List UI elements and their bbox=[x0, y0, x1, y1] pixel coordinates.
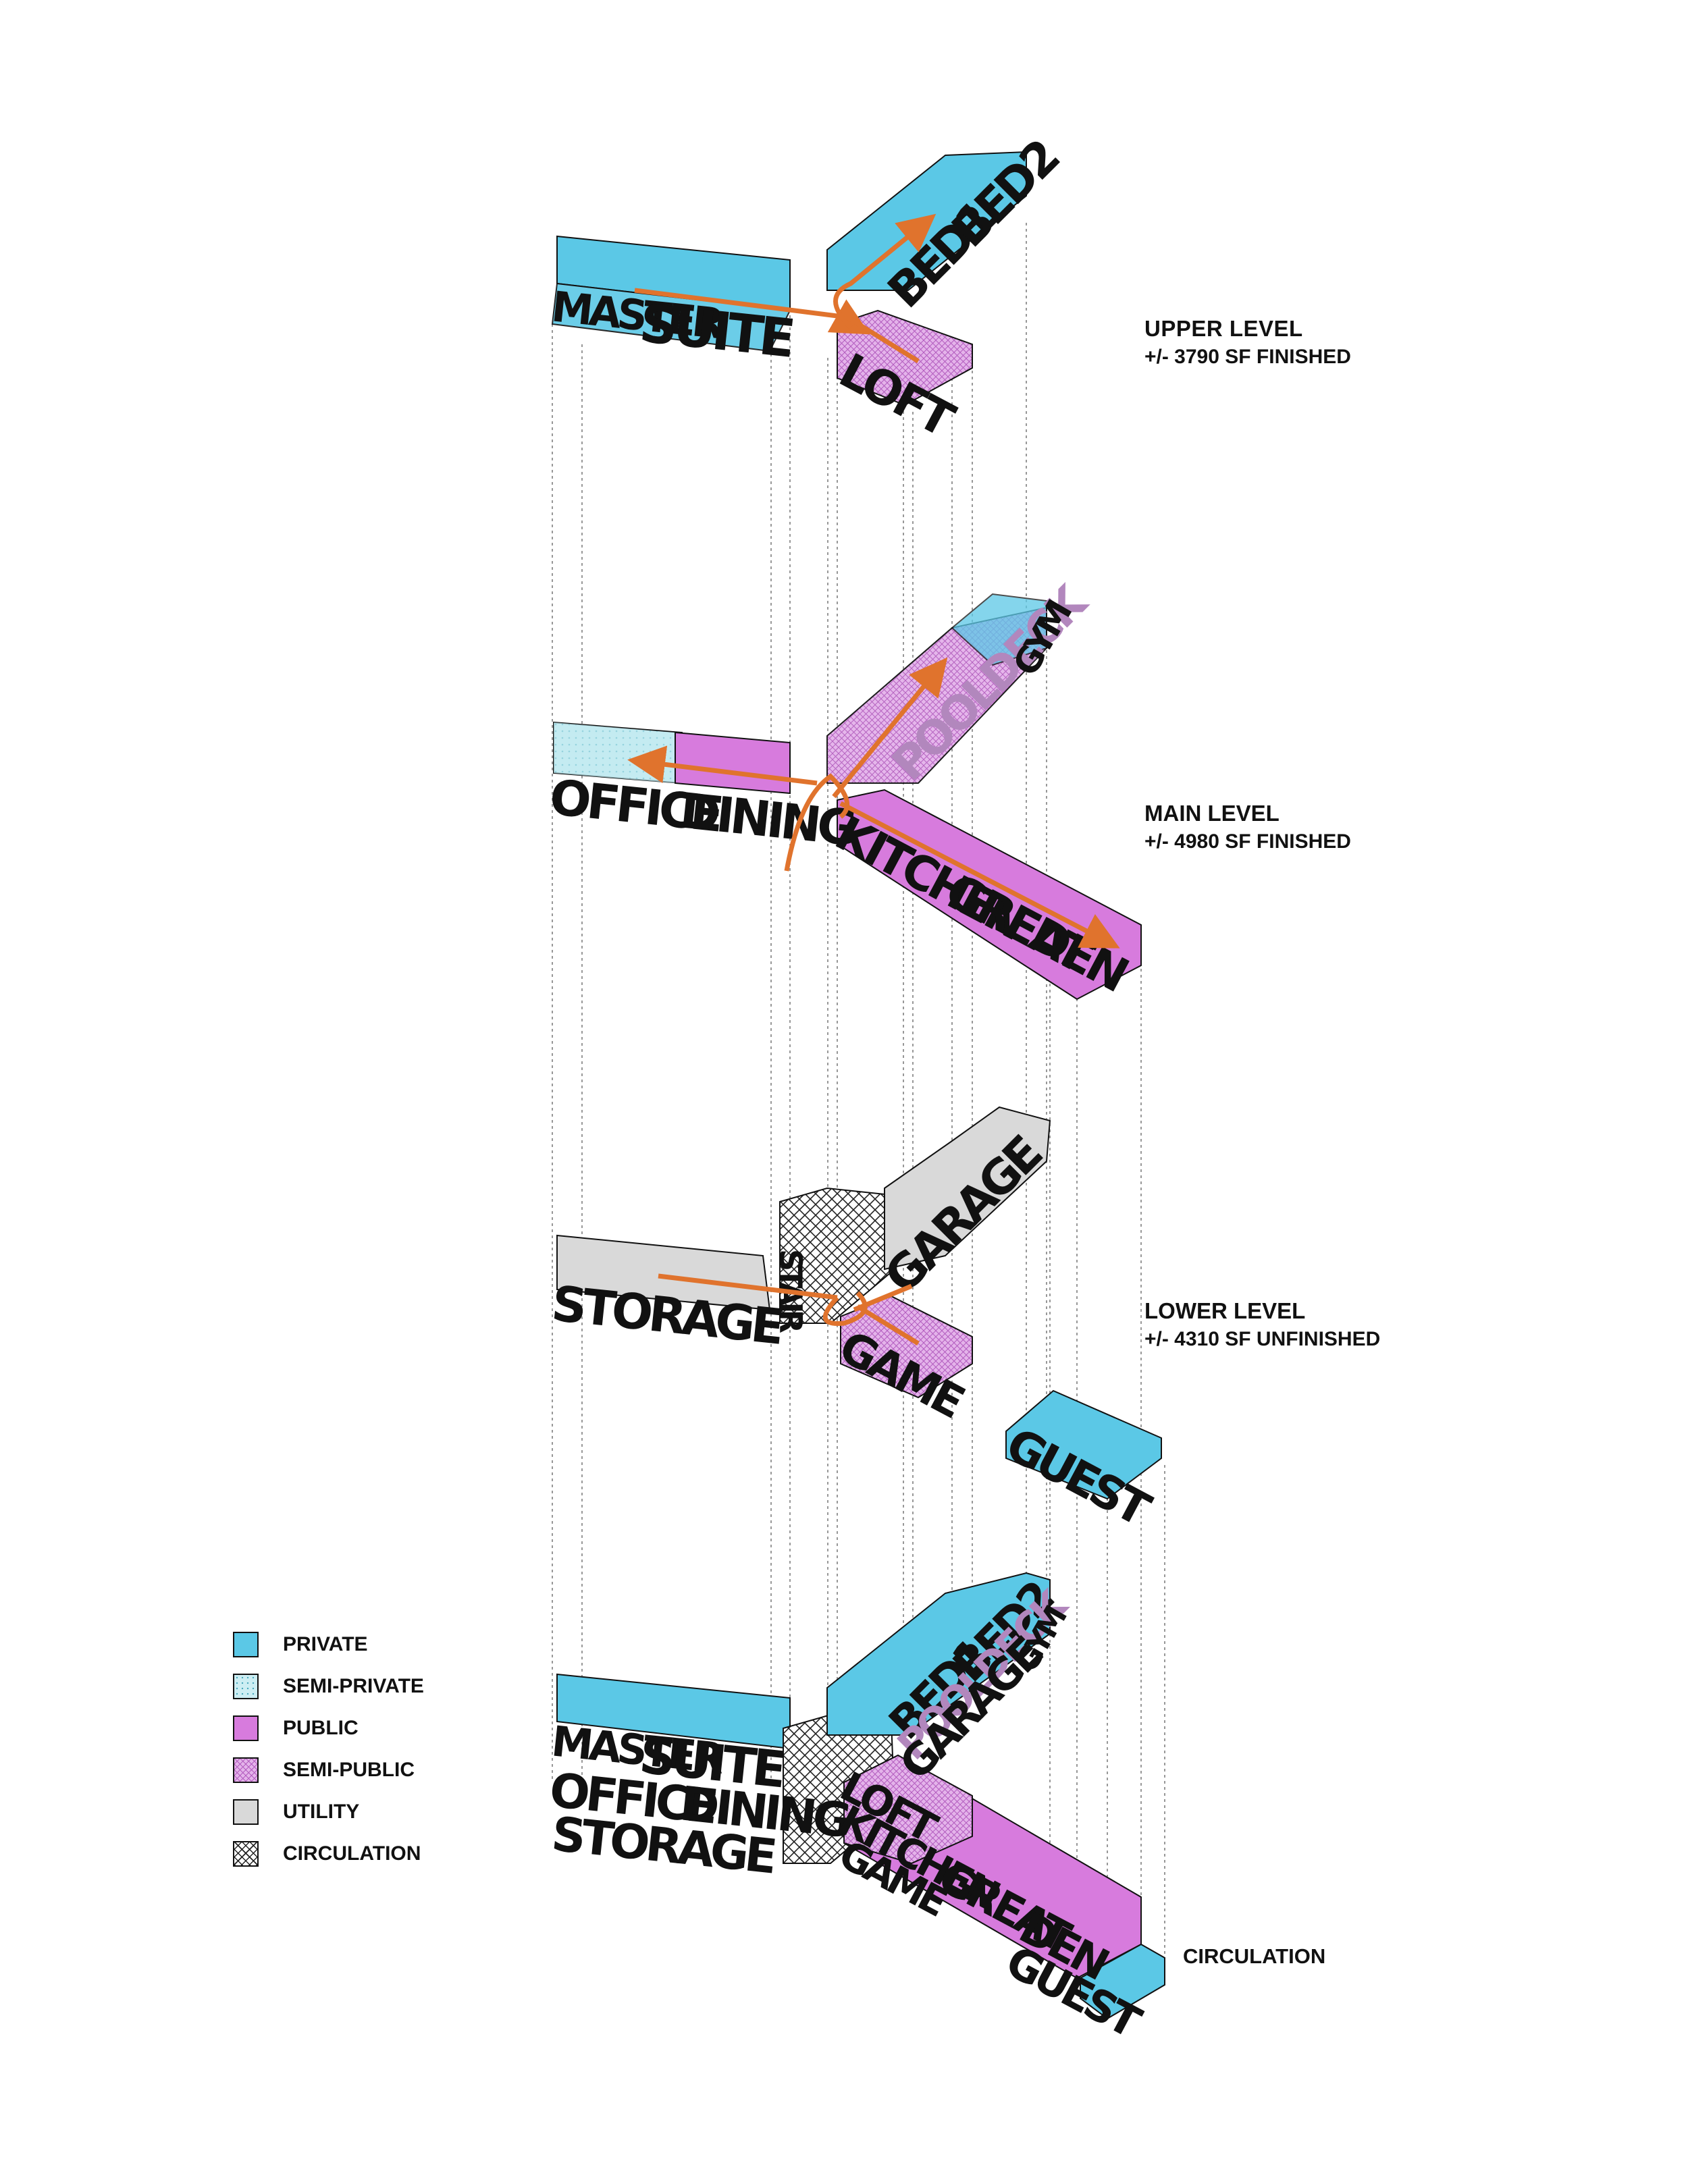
upper-circulation-arrows bbox=[634, 213, 937, 363]
legend-label: UTILITY bbox=[283, 1801, 360, 1823]
main-level-massing: OFFICE DINING POOLDECK GYM KITCHEN GREAT… bbox=[547, 575, 1142, 1002]
legend-item-circulation: CIRCULATION bbox=[233, 1833, 424, 1875]
legend-item-semi-public: SEMI-PUBLIC bbox=[233, 1749, 424, 1791]
legend-item-public: PUBLIC bbox=[233, 1707, 424, 1749]
upper-level-title: UPPER LEVEL bbox=[1144, 316, 1303, 341]
semi-public-swatch-icon bbox=[233, 1757, 259, 1783]
lower-level-area: +/- 4310 SF UNFINISHED bbox=[1144, 1328, 1380, 1350]
private-swatch-icon bbox=[233, 1632, 259, 1657]
main-level-title: MAIN LEVEL bbox=[1144, 801, 1280, 826]
legend-label: CIRCULATION bbox=[283, 1842, 421, 1865]
main-level-area: +/- 4980 SF FINISHED bbox=[1144, 830, 1351, 853]
lower-level-title: LOWER LEVEL bbox=[1144, 1298, 1305, 1323]
storage-block bbox=[556, 1234, 771, 1311]
gym-block bbox=[951, 593, 1047, 666]
legend-label: PRIVATE bbox=[283, 1633, 368, 1655]
legend-item-private: PRIVATE bbox=[233, 1624, 424, 1666]
guest-block bbox=[1005, 1389, 1162, 1500]
lower-level-massing: STORAGE STAIR GARAGE GAME GUEST bbox=[549, 1106, 1162, 1538]
legend: PRIVATE SEMI-PRIVATE PUBLIC SEMI-PUBLIC … bbox=[233, 1624, 424, 1875]
combined-massing: MASTER SUITE OFFICE DINING STORAGE BED1 … bbox=[547, 1572, 1165, 2049]
lower-circulation-arrows bbox=[658, 1273, 920, 1346]
legend-label: PUBLIC bbox=[283, 1717, 359, 1739]
upper-level-massing: MASTER SUITE BED1 BED2 LOFT bbox=[549, 131, 1068, 449]
utility-swatch-icon bbox=[233, 1799, 259, 1825]
room-dining: DINING bbox=[677, 782, 856, 856]
upper-level-area: +/- 3790 SF FINISHED bbox=[1144, 346, 1351, 368]
legend-label: SEMI-PRIVATE bbox=[283, 1675, 424, 1697]
legend-label: SEMI-PUBLIC bbox=[283, 1759, 415, 1781]
circulation-swatch-icon bbox=[233, 1841, 259, 1867]
garage-block bbox=[884, 1106, 1051, 1271]
public-swatch-icon bbox=[233, 1715, 259, 1741]
legend-item-utility: UTILITY bbox=[233, 1791, 424, 1833]
stair-block bbox=[779, 1187, 896, 1324]
legend-item-semi-private: SEMI-PRIVATE bbox=[233, 1666, 424, 1707]
semi-private-swatch-icon bbox=[233, 1674, 259, 1699]
circulation-callout: CIRCULATION bbox=[1183, 1944, 1326, 1968]
main-circulation-arrows bbox=[627, 657, 1120, 949]
